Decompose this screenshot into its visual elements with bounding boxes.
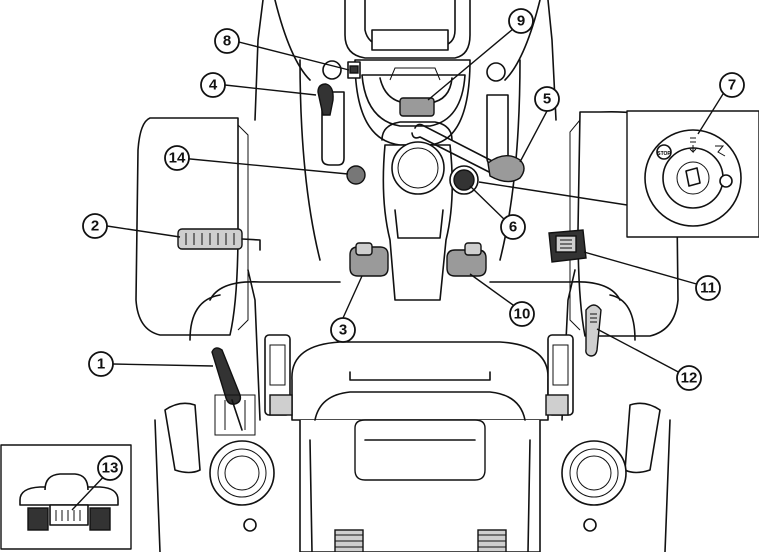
svg-text:12: 12 (681, 370, 698, 387)
svg-text:10: 10 (514, 306, 531, 323)
callout-9: 9 (509, 9, 533, 33)
left-cup-holder (210, 441, 274, 505)
steering-shaft-top (392, 142, 444, 194)
svg-text:1: 1 (97, 356, 105, 373)
choke-knob (347, 166, 365, 184)
cutting-height-lever (212, 348, 255, 435)
svg-text:13: 13 (102, 460, 119, 477)
left-bolt (244, 519, 256, 531)
callout-13: 13 (98, 456, 122, 480)
callout-3: 3 (331, 318, 355, 342)
callout-8: 8 (215, 29, 239, 53)
right-cup-holder (562, 441, 626, 505)
fuel-gauge-display (400, 98, 434, 116)
svg-text:3: 3 (339, 322, 347, 339)
start-position-icon (720, 175, 732, 187)
callout-14: 14 (165, 146, 189, 170)
callout-2: 2 (83, 214, 107, 238)
seat (292, 342, 548, 552)
callout-7: 7 (720, 73, 744, 97)
callout-1: 1 (89, 352, 113, 376)
svg-text:2: 2 (91, 218, 99, 235)
svg-text:9: 9 (517, 13, 525, 30)
svg-text:8: 8 (223, 33, 231, 50)
callout-4: 4 (201, 73, 225, 97)
svg-text:5: 5 (543, 91, 551, 108)
callout-5: 5 (535, 87, 559, 111)
light-switch (348, 62, 360, 78)
callout-6: 6 (501, 215, 525, 239)
right-headlight (487, 63, 505, 81)
ignition-inset: STOP (627, 111, 759, 237)
left-rear-wheel (136, 118, 248, 335)
right-bolt (584, 519, 596, 531)
callout-11: 11 (696, 276, 720, 300)
svg-text:4: 4 (209, 77, 218, 94)
callout-10: 10 (510, 302, 534, 326)
stop-label: STOP (657, 151, 671, 157)
right-seat-bracket (546, 335, 573, 415)
svg-text:11: 11 (700, 280, 716, 297)
throttle-lever (318, 84, 333, 115)
svg-text:14: 14 (169, 150, 186, 167)
svg-text:7: 7 (728, 77, 736, 94)
left-seat-bracket (265, 335, 292, 415)
svg-text:6: 6 (509, 219, 517, 236)
blade-switch (549, 230, 586, 262)
callout-12: 12 (677, 366, 701, 390)
